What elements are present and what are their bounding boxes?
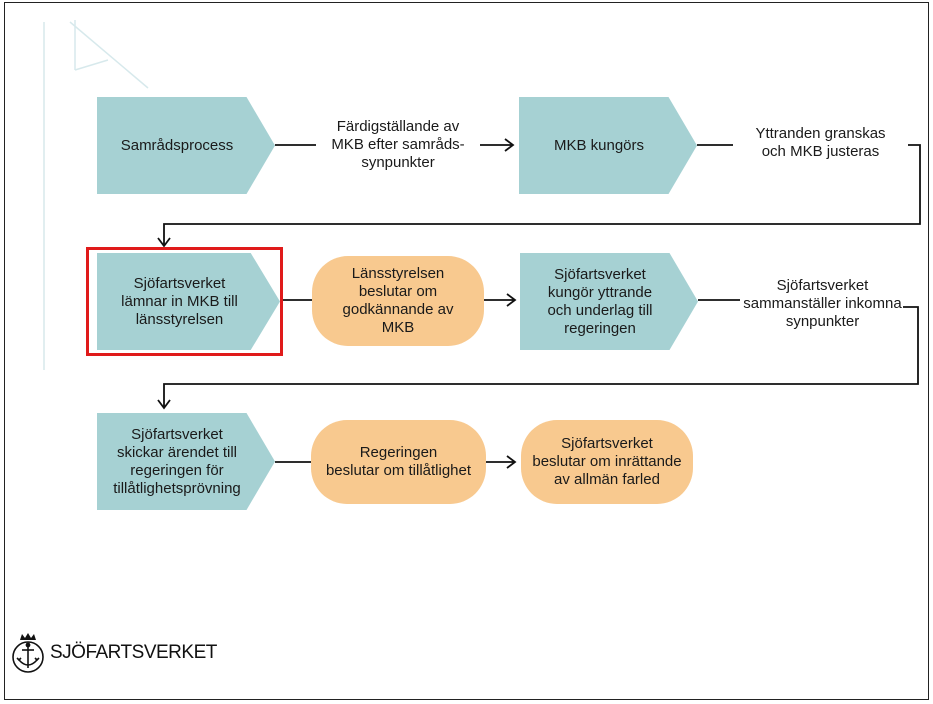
logo-text: SJÖFARTSVERKET bbox=[50, 642, 217, 663]
sjofartsverket-logo: SJÖFARTSVERKET bbox=[8, 631, 217, 675]
return-line-1 bbox=[157, 144, 921, 248]
arrow-1 bbox=[480, 138, 515, 152]
decorative-lines bbox=[43, 20, 149, 370]
step-kungor-yttrande: Sjöfartsverket kungör yttrande och under… bbox=[520, 253, 698, 350]
step-sammanstaller: Sjöfartsverket sammanställer inkomna syn… bbox=[743, 277, 902, 330]
decision-regeringen: Regeringen beslutar om tillåtlighet bbox=[311, 420, 486, 504]
highlight-box bbox=[86, 247, 283, 356]
arrow-2 bbox=[484, 293, 517, 307]
step-skickar-arendet: Sjöfartsverket skickar ärendet till rege… bbox=[97, 413, 275, 510]
return-line-2 bbox=[157, 306, 919, 410]
arrow-3 bbox=[486, 455, 517, 469]
decision-inrattande: Sjöfartsverket beslutar om inrättande av… bbox=[521, 420, 693, 504]
crown-anchor-icon bbox=[12, 633, 44, 673]
step-fardigstallande: Färdigställande av MKB efter samråds- sy… bbox=[331, 118, 465, 171]
decision-lansstyrelsen: Länsstyrelsen beslutar om godkännande av… bbox=[312, 256, 484, 346]
step-mkb-kungors: MKB kungörs bbox=[519, 97, 697, 194]
step-lamnar-in-mkb: Sjöfartsverket lämnar in MKB till länsst… bbox=[97, 253, 280, 350]
step-yttranden: Yttranden granskas och MKB justeras bbox=[755, 125, 886, 160]
step-samradsprocess: Samrådsprocess bbox=[97, 97, 275, 194]
